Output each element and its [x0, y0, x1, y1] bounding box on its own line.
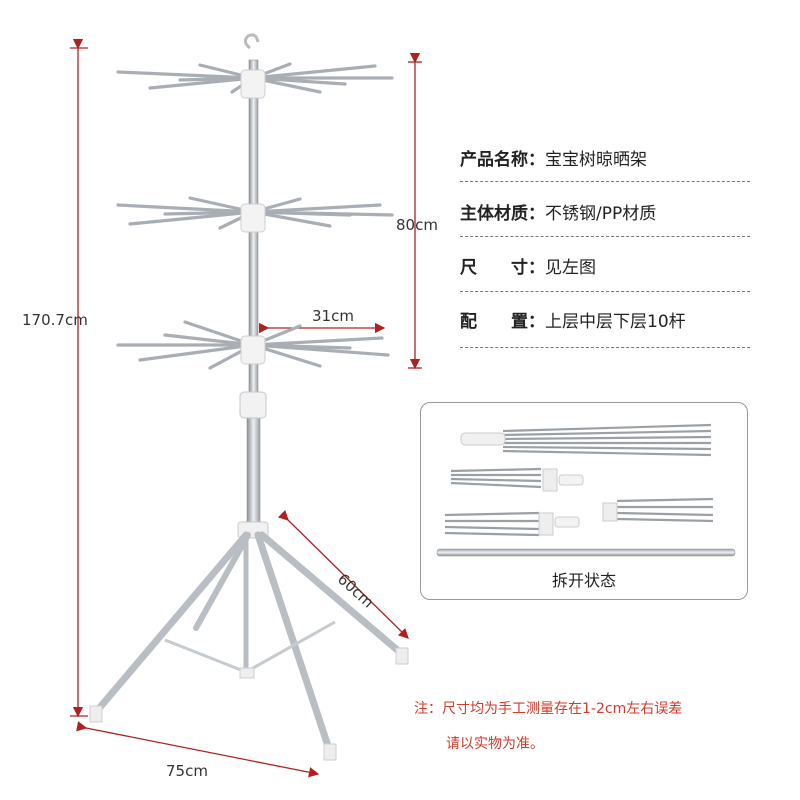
lower-hub	[240, 335, 266, 365]
spec-value: 宝宝树晾晒架	[545, 150, 647, 170]
middle-hub	[240, 203, 266, 233]
total-height-label: 170.7cm	[22, 311, 88, 329]
disassembled-parts-panel: 拆开状态	[420, 402, 748, 600]
upper-height-label: 80cm	[396, 216, 438, 234]
spec-row-material: 主体材质：不锈钢/PP材质	[460, 199, 750, 233]
arm-length-label: 31cm	[312, 307, 354, 325]
spec-key: 配 置：	[460, 312, 545, 332]
tripod-legs	[89, 521, 409, 761]
spec-key: 主体材质：	[460, 204, 545, 224]
divider	[460, 347, 750, 348]
spec-value: 上层中层下层10杆	[545, 312, 686, 332]
divider	[460, 291, 750, 292]
measurement-note: 注：尺寸均为手工测量存在1-2cm左右误差	[414, 701, 683, 717]
spec-value: 见左图	[545, 258, 596, 278]
spec-key: 尺 寸：	[460, 258, 545, 278]
measurement-note-line2: 请以实物为准。	[446, 736, 544, 752]
divider	[460, 236, 750, 237]
spec-row-name: 产品名称：宝宝树晾晒架	[460, 145, 750, 179]
dimension-lines	[70, 38, 422, 778]
disassembled-parts-illustration	[436, 423, 736, 557]
base-width-label: 75cm	[166, 762, 208, 780]
spec-key: 产品名称：	[460, 150, 545, 170]
parts-caption: 拆开状态	[551, 571, 616, 590]
central-pole	[239, 33, 267, 531]
spec-row-size: 尺 寸：见左图	[460, 253, 750, 287]
spec-value: 不锈钢/PP材质	[545, 204, 657, 224]
upper-hub	[240, 69, 266, 99]
divider	[460, 181, 750, 182]
spec-row-config: 配 置：上层中层下层10杆	[460, 307, 750, 341]
